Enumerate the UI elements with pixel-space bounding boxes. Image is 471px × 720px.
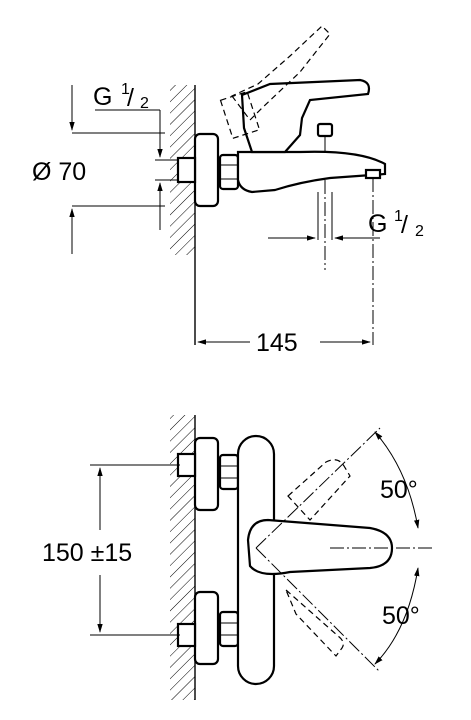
handle-top: [240, 78, 371, 154]
nut-upper: [218, 453, 240, 491]
nut-top: [218, 153, 240, 191]
thread-right-slash: /: [401, 211, 408, 239]
spout-outlet-top: [364, 168, 382, 180]
projection-label: 145: [256, 329, 298, 357]
escutcheon-lower: [193, 590, 220, 666]
lever-ghost-down: [285, 589, 344, 657]
lever-front: [246, 518, 394, 576]
angle-down-label: 50°: [382, 602, 420, 630]
escutcheon-top: [193, 132, 220, 208]
thread-right-letter: G: [368, 210, 387, 238]
thread-right-num: 1: [394, 208, 403, 225]
angle-up-label: 50°: [380, 476, 418, 504]
mixer-body-top: [236, 150, 387, 194]
thread-right-den: 2: [415, 223, 424, 240]
thread-left-slash: /: [127, 84, 134, 112]
connector-upper: [176, 452, 197, 478]
thread-left-num: 1: [121, 81, 130, 98]
front-view: 50° 50° 150 ±15: [42, 415, 432, 700]
thread-left-letter: G: [93, 83, 112, 111]
nut-lower: [218, 610, 240, 648]
diverter-knob-top: [316, 122, 334, 138]
diameter-label: Ø 70: [32, 158, 86, 186]
thread-left-den: 2: [140, 95, 149, 112]
top-view: G 1 / 2 Ø 70 G 1 / 2 145: [32, 25, 424, 357]
handle-ghost-top: [231, 25, 331, 121]
connector-top: [176, 156, 197, 184]
lever-ghost-up: [287, 459, 351, 521]
connector-lower: [176, 622, 197, 648]
distance-label: 150 ±15: [42, 539, 132, 567]
escutcheon-upper: [193, 436, 220, 512]
